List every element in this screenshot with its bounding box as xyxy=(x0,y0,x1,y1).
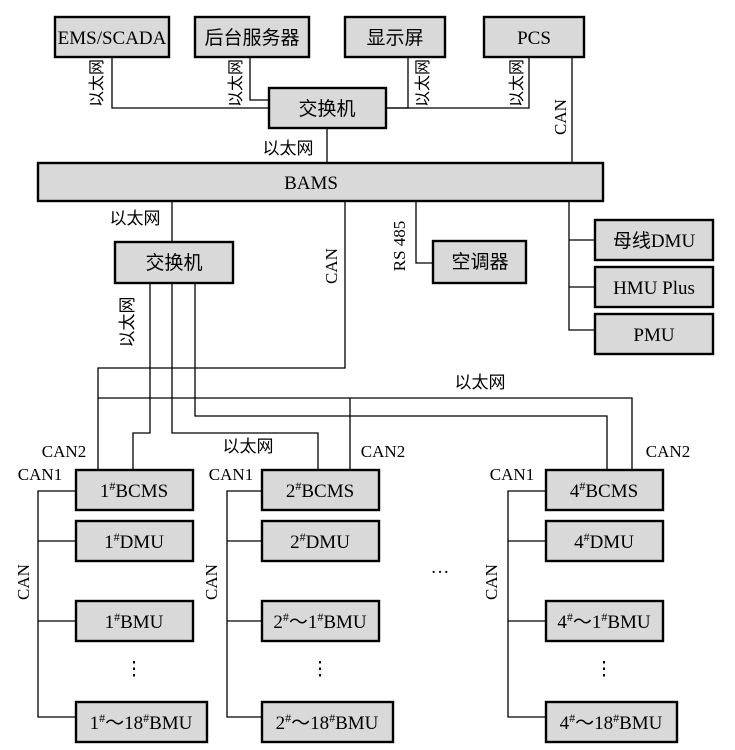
line-pcs-switch xyxy=(386,57,530,109)
backend-server-box: 后台服务器 xyxy=(193,15,311,59)
vertical-ellipsis-1: ⋮ xyxy=(125,659,144,680)
bams-label: BAMS xyxy=(284,173,338,194)
ethernet-label-ems: 以太网 xyxy=(88,59,106,107)
horizontal-ellipsis: ··· xyxy=(431,562,450,583)
bus-dmu-box: 母线DMU xyxy=(593,218,715,262)
pmu-box: PMU xyxy=(593,312,715,356)
display-box: 显示屏 xyxy=(343,15,447,59)
dmu-label-2: 2#DMU xyxy=(290,530,350,553)
bmu-first-label-2: 2#～1#BMU xyxy=(273,610,367,633)
vertical-ellipsis-4: ⋮ xyxy=(595,659,614,680)
backend-server-label: 后台服务器 xyxy=(204,27,299,49)
can1-label-4: CAN1 xyxy=(490,465,534,484)
display-label: 显示屏 xyxy=(366,28,423,49)
bmu-first-label-1: 1#BMU xyxy=(105,610,164,633)
ethernet-label-bus: 以太网 xyxy=(455,373,506,392)
bmu-last-label-4: 4#～18#BMU xyxy=(560,711,663,734)
line-can1-bus-1 xyxy=(37,490,76,718)
ethernet-label-bams-switch: 以太网 xyxy=(110,209,161,228)
vertical-ellipsis-2: ⋮ xyxy=(311,659,330,680)
switch-mid-label: 交换机 xyxy=(145,252,202,274)
ethernet-label-pcs: 以太网 xyxy=(508,59,526,107)
pcs-box: PCS xyxy=(482,15,586,59)
line-eth-bcms2 xyxy=(171,283,319,470)
can2-label-2: CAN2 xyxy=(361,442,405,461)
bus-dmu-label: 母线DMU xyxy=(613,230,696,252)
hmu-plus-label: HMU Plus xyxy=(613,278,695,299)
dmu-box-1: 1#DMU xyxy=(74,519,195,563)
line-bams-aircon xyxy=(415,201,433,264)
switch-top-label: 交换机 xyxy=(298,98,355,120)
bmu-last-label-2: 2#～18#BMU xyxy=(276,711,379,734)
connectors xyxy=(37,57,633,718)
bmu-last-box-1: 1#～18#BMU xyxy=(74,700,209,744)
aircon-label: 空调器 xyxy=(451,251,508,273)
line-can1-bus-2 xyxy=(226,490,262,718)
line-eth-bcms1 xyxy=(132,283,151,470)
aircon-box: 空调器 xyxy=(431,239,528,285)
bcms-label-1: 1#BCMS xyxy=(100,479,168,502)
line-eth-bcms4 xyxy=(194,283,608,470)
bmu-first-box-2: 2#～1#BMU xyxy=(260,599,381,643)
cluster-2: 2#BCMS 2#DMU 2#～1#BMU ⋮ 2#～18#BMU xyxy=(260,468,395,744)
pcs-label: PCS xyxy=(517,28,551,49)
can1-label-1: CAN1 xyxy=(18,465,62,484)
bmu-first-box-1: 1#BMU xyxy=(74,599,195,643)
line-ems-switch xyxy=(111,57,269,109)
switch-mid-box: 交换机 xyxy=(113,240,235,285)
bmu-first-box-4: 4#～1#BMU xyxy=(544,599,665,643)
line-bams-can2-bus xyxy=(97,201,346,470)
ems-scada-box: EMS/SCADA xyxy=(53,15,171,59)
ethernet-label-display: 以太网 xyxy=(414,59,432,107)
dmu-box-2: 2#DMU xyxy=(260,519,381,563)
line-display-switch xyxy=(386,57,409,109)
ethernet-label-bcms2: 以太网 xyxy=(223,437,274,456)
bcms-label-2: 2#BCMS xyxy=(286,479,354,502)
bcms-label-4: 4#BCMS xyxy=(570,479,638,502)
can2-label-4: CAN2 xyxy=(646,442,690,461)
dmu-label-1: 1#DMU xyxy=(104,530,164,553)
dmu-label-4: 4#DMU xyxy=(574,530,634,553)
can-label-bams: CAN xyxy=(322,248,341,284)
can2-label-1: CAN2 xyxy=(42,442,86,461)
can-label-pcs: CAN xyxy=(551,99,570,135)
dmu-box-4: 4#DMU xyxy=(544,519,665,563)
bmu-last-label-1: 1#～18#BMU xyxy=(90,711,193,734)
bams-box: BAMS xyxy=(36,161,605,203)
switch-top-box: 交换机 xyxy=(267,86,388,130)
bcms-box-1: 1#BCMS xyxy=(74,468,195,512)
can-label-cluster-4: CAN xyxy=(482,564,501,600)
can-label-cluster-2: CAN xyxy=(202,564,221,600)
bcms-box-4: 4#BCMS xyxy=(544,468,665,512)
rs485-label: RS 485 xyxy=(390,221,409,272)
line-backend-switch xyxy=(249,57,269,101)
bmu-last-box-4: 4#～18#BMU xyxy=(544,700,679,744)
cluster-1: 1#BCMS 1#DMU 1#BMU ⋮ 1#～18#BMU xyxy=(74,468,209,744)
can1-label-2: CAN1 xyxy=(209,465,253,484)
ethernet-label-switch-mid: 以太网 xyxy=(118,297,137,348)
hmu-plus-box: HMU Plus xyxy=(593,265,715,309)
bcms-box-2: 2#BCMS xyxy=(260,468,381,512)
pmu-label: PMU xyxy=(633,325,674,346)
line-can1-bus-4 xyxy=(507,490,546,718)
line-can2-bcms4 xyxy=(98,397,633,470)
bmu-last-box-2: 2#～18#BMU xyxy=(260,700,395,744)
bmu-first-label-4: 4#～1#BMU xyxy=(557,610,651,633)
line-bams-modules xyxy=(568,201,595,331)
can-label-cluster-1: CAN xyxy=(14,564,33,600)
ethernet-label-backend: 以太网 xyxy=(227,59,245,107)
ems-scada-label: EMS/SCADA xyxy=(58,28,167,49)
cluster-4: 4#BCMS 4#DMU 4#～1#BMU ⋮ 4#～18#BMU xyxy=(544,468,679,744)
ethernet-label-switch-bams: 以太网 xyxy=(263,139,314,158)
